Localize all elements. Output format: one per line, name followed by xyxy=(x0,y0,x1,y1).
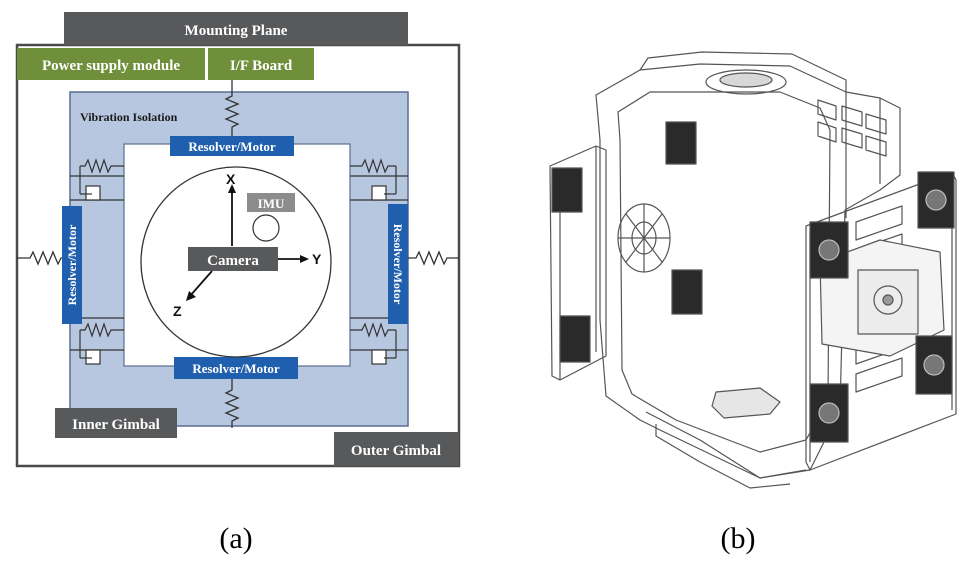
inner-motor-top xyxy=(665,121,697,165)
spring-top xyxy=(224,80,240,136)
damper-left-top xyxy=(70,158,124,201)
resolver-motor-bottom-box xyxy=(174,357,298,379)
axis-x-arrowhead xyxy=(228,184,236,193)
if-board-label: I/F Board xyxy=(230,58,293,74)
diagram-a: Mounting Plane Power supply module I/F B… xyxy=(15,12,461,468)
frame-right-side xyxy=(845,92,881,218)
inner-motor-bottom xyxy=(671,269,703,315)
right-panel-motor-top-right-hub xyxy=(925,189,947,211)
camera-box xyxy=(188,247,278,271)
resolver-motor-left-label: Resolver/Motor xyxy=(65,224,79,305)
axis-z-line xyxy=(189,270,213,297)
resolver-motor-right-label: Resolver/Motor xyxy=(391,224,405,305)
inner-gimbal-box xyxy=(55,408,177,438)
right-panel-motor-bottom-right-hub xyxy=(923,354,945,376)
center-plate-hub xyxy=(873,285,903,315)
camera-label: Camera xyxy=(207,253,259,269)
imu-box xyxy=(247,193,295,212)
imu-label: IMU xyxy=(258,196,285,211)
gimbal-drawing-b xyxy=(549,51,957,489)
left-panel-motor-bottom xyxy=(559,315,591,363)
outer-gimbal-label: Outer Gimbal xyxy=(351,443,441,459)
resolver-motor-left-box xyxy=(62,206,82,324)
resolver-motor-top-box xyxy=(170,136,294,156)
caption-a: (a) xyxy=(219,522,252,555)
axis-x-label: X xyxy=(226,171,236,187)
spring-bottom xyxy=(224,378,240,428)
outer-gimbal-box xyxy=(334,432,459,466)
power-supply-box xyxy=(17,48,205,80)
if-board-box xyxy=(208,48,314,80)
frame-top-rail xyxy=(639,51,847,92)
spring-right-outer xyxy=(408,250,459,266)
bottom-bracket xyxy=(711,387,781,419)
frame-top-pockets xyxy=(817,99,887,157)
resolver-motor-top-label: Resolver/Motor xyxy=(188,139,276,154)
axis-z-arrowhead xyxy=(186,291,196,301)
top-boss xyxy=(705,69,787,95)
center-plate-hub-core xyxy=(882,294,894,306)
inner-gimbal-label: Inner Gimbal xyxy=(72,417,160,433)
bottom-base xyxy=(645,411,807,489)
rosette-spokes xyxy=(618,204,670,272)
right-panel-motor-top-left-hub xyxy=(818,239,840,261)
damper-right-bottom xyxy=(350,317,408,365)
left-panel-motor-top xyxy=(551,167,583,213)
damper-right-top xyxy=(350,158,408,201)
mounting-plane-box xyxy=(64,12,408,45)
axis-y-label: Y xyxy=(312,251,322,267)
spring-left-outer xyxy=(17,250,70,266)
right-panel-motor-bottom-left-hub xyxy=(818,402,840,424)
mounting-plane-label: Mounting Plane xyxy=(185,23,288,39)
vibration-isolation-label: Vibration Isolation xyxy=(80,110,178,124)
frame-outline xyxy=(595,63,901,479)
imu-sensor-circle xyxy=(252,214,280,242)
resolver-motor-right-box xyxy=(388,204,408,324)
resolver-motor-bottom-label: Resolver/Motor xyxy=(192,361,280,376)
axis-z-label: Z xyxy=(173,303,182,319)
damper-left-bottom xyxy=(70,317,124,365)
top-boss-inner xyxy=(719,72,773,88)
axis-y-arrowhead xyxy=(300,255,309,263)
power-supply-label: Power supply module xyxy=(42,58,180,74)
caption-b: (b) xyxy=(721,522,756,555)
